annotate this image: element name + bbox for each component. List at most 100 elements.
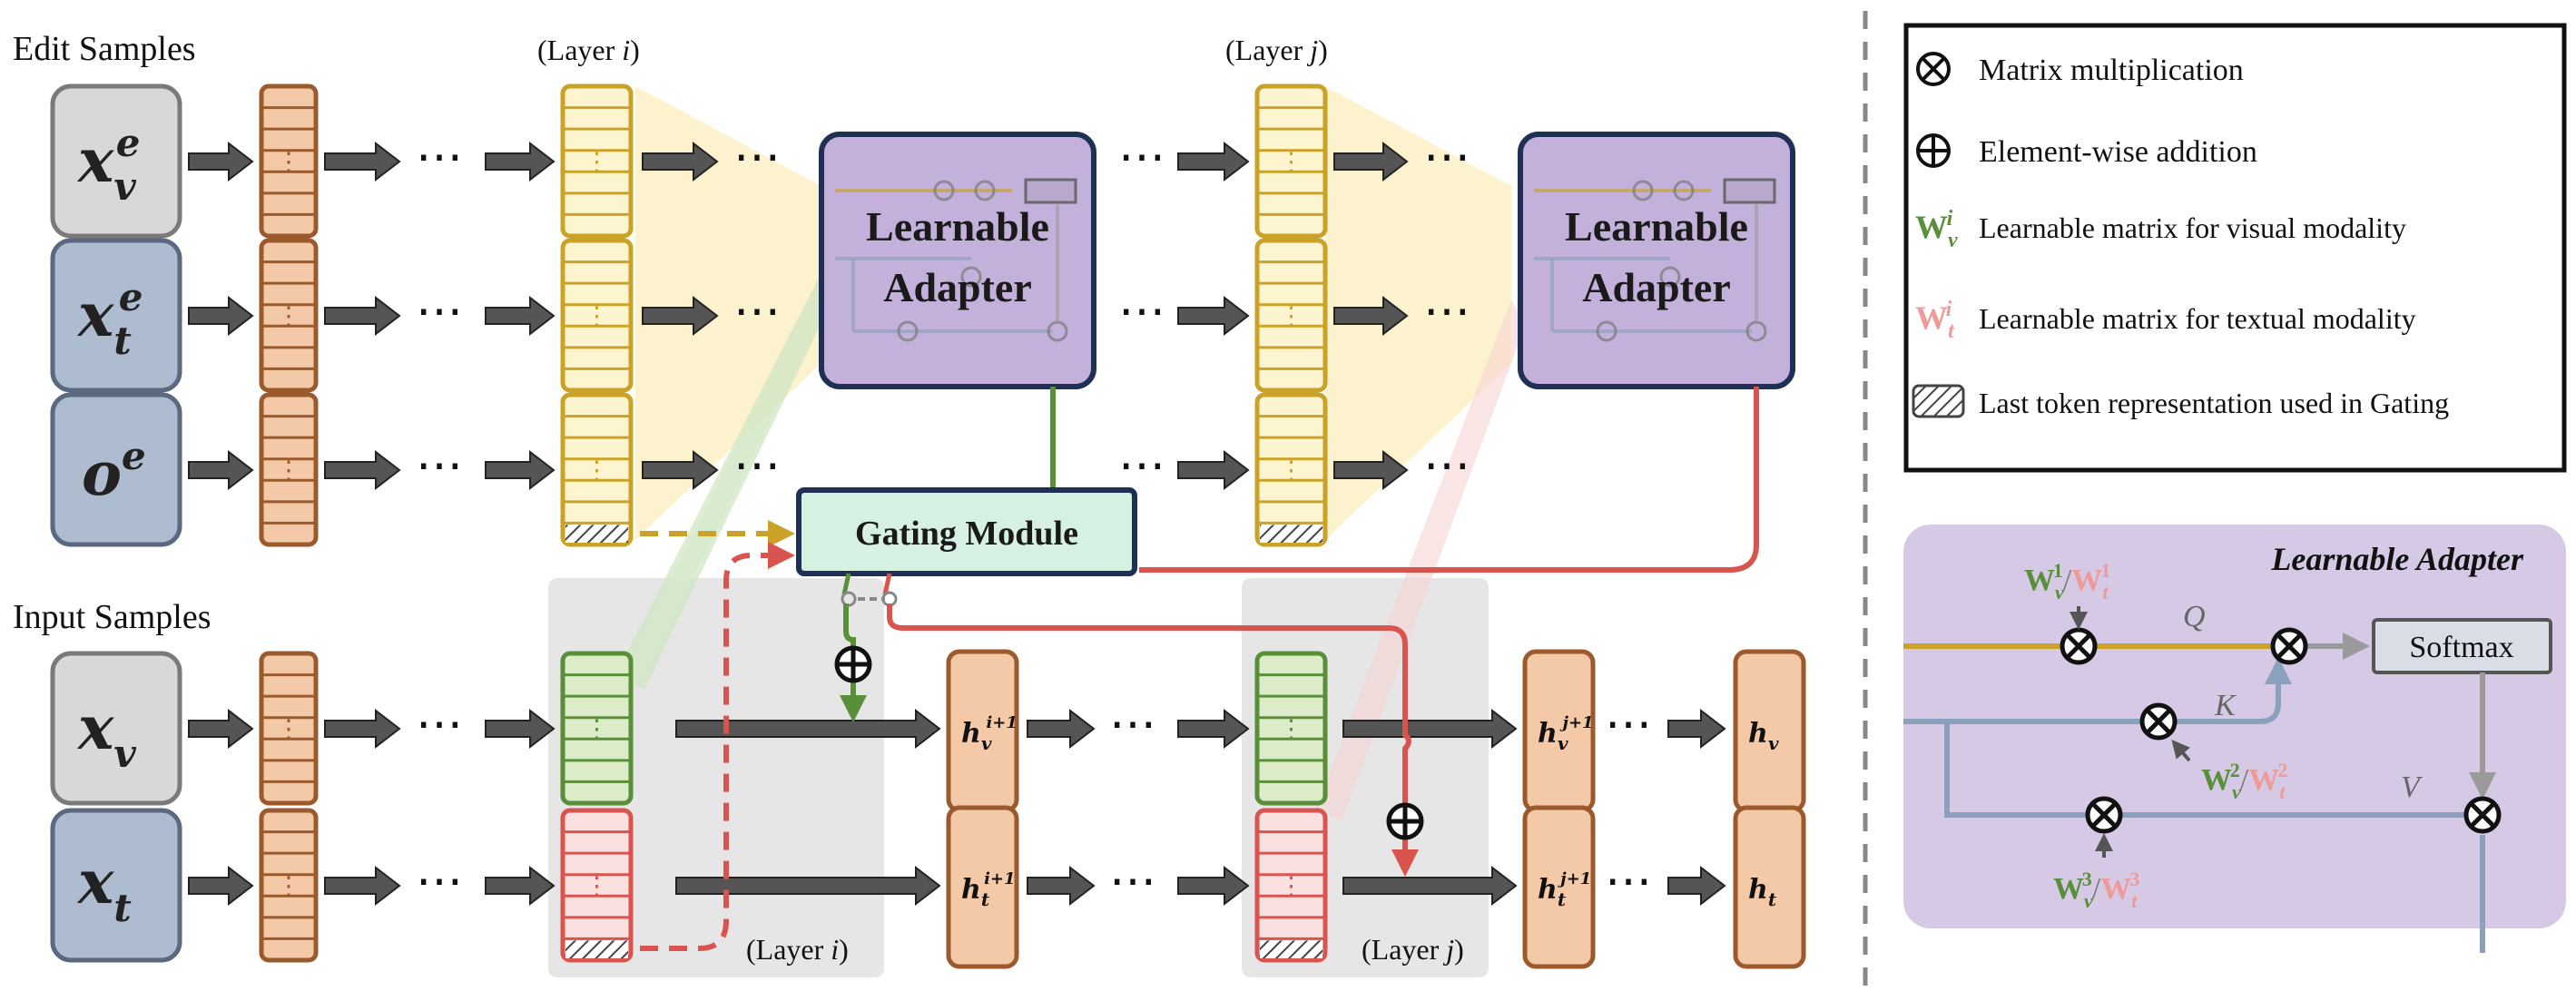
edit-arrow-out-layer-j-1 bbox=[1333, 295, 1409, 337]
input-arrow-after-h-1 bbox=[1027, 865, 1096, 907]
legend-wv-symbol: Wvi bbox=[1915, 207, 1958, 252]
hidden-state-ht: ht bbox=[1733, 805, 1806, 969]
layer-i-top-label: (Layer i) bbox=[537, 34, 640, 66]
green-gated-path bbox=[840, 604, 867, 722]
legend-hatch-text: Last token representation used in Gating bbox=[1979, 387, 2449, 419]
w2-label: Wv2/Wt2 bbox=[2201, 759, 2287, 803]
svg-text:hvi+1: hvi+1 bbox=[961, 713, 1018, 754]
edit-layer-j-col-0-ellipsis: ⋮ bbox=[1279, 149, 1304, 177]
input-arrow-layer-j-out-0 bbox=[1342, 708, 1518, 750]
input-arrow-in-0 bbox=[188, 708, 254, 750]
input-arrow-after-h-0 bbox=[1027, 708, 1096, 750]
edit-arrow-embed-0 bbox=[324, 141, 401, 182]
hidden-state-ht_j1: htj+1 bbox=[1522, 805, 1596, 969]
input-ellipsis-b-1: ⋯ bbox=[1109, 856, 1156, 908]
k-label: K bbox=[2214, 689, 2237, 722]
input-arrow-embed-0 bbox=[324, 708, 401, 750]
svg-text:htj+1: htj+1 bbox=[1538, 869, 1591, 910]
flow-arrows: ⋯⋯⋯⋯⋯⋯⋯⋯⋯⋯⋯⋯⋯⋯⋯⋯⋯⋯ bbox=[188, 132, 1726, 908]
edit-embed-col-0: ⋮ bbox=[259, 83, 319, 239]
edit-layer-j-col-2-last-token bbox=[1260, 525, 1322, 543]
edit-embed-col-2: ⋮ bbox=[259, 392, 319, 547]
adapter-i-line1: Learnable bbox=[866, 203, 1049, 250]
edit-arrow-in-0 bbox=[188, 141, 254, 182]
input-layer-i-textual-col: ⋮ bbox=[560, 808, 634, 963]
svg-text:hvj+1: hvj+1 bbox=[1538, 713, 1594, 754]
edit-layer-i-col-1-ellipsis: ⋮ bbox=[585, 303, 610, 331]
layer-j-fan bbox=[1325, 86, 1511, 540]
input-embed-col-1: ⋮ bbox=[259, 808, 319, 963]
input-layer-j-visual-col: ⋮ bbox=[1254, 651, 1328, 806]
edit-layer-j-col-1: ⋮ bbox=[1254, 238, 1328, 393]
edit-ellipsis-b-1: ⋯ bbox=[733, 286, 781, 338]
legend-hatch-icon bbox=[1912, 384, 1965, 418]
legend-matmul-icon bbox=[1916, 52, 1951, 86]
edit-ellipsis-c-0: ⋯ bbox=[1118, 132, 1165, 183]
adapter-detail-title: Learnable Adapter bbox=[2270, 541, 2524, 577]
input-layer-j-textual-col: ⋮ bbox=[1254, 808, 1328, 963]
edit-layer-i-col-0: ⋮ bbox=[560, 83, 634, 239]
hidden-state-hv: hv bbox=[1733, 649, 1806, 813]
hidden-state-ht_i1: hti+1 bbox=[946, 805, 1019, 969]
svg-text:xve: xve bbox=[76, 121, 141, 209]
legend-wv-text: Learnable matrix for visual modality bbox=[1979, 211, 2406, 244]
edit-arrow-to-layer-i-2 bbox=[485, 449, 556, 491]
edit-ellipsis-b-2: ⋯ bbox=[733, 440, 781, 492]
add-op-j bbox=[1386, 802, 1424, 840]
detail-matmul-w3 bbox=[2085, 796, 2123, 834]
gating-module-label: Gating Module bbox=[855, 515, 1078, 553]
detail-matmul-ops bbox=[2060, 627, 2502, 834]
edit-arrow-out-layer-j-2 bbox=[1333, 449, 1409, 491]
edit-embed-col-1-ellipsis: ⋮ bbox=[276, 303, 301, 331]
edit-arrow-to-layer-j-2 bbox=[1177, 449, 1250, 491]
input-xt: xt bbox=[50, 808, 182, 963]
hidden-state-hv_j1: hvj+1 bbox=[1522, 649, 1596, 813]
legend-wt-symbol: Wti bbox=[1915, 298, 1955, 343]
input-layer-j-textual-col-last-token bbox=[1260, 940, 1322, 958]
legend-wt-text: Learnable matrix for textual modality bbox=[1979, 302, 2416, 335]
input-ellipsis-a-0: ⋯ bbox=[416, 699, 463, 751]
input-layer-i-textual-col-last-token bbox=[565, 940, 628, 958]
input-arrow-embed-1 bbox=[324, 865, 401, 907]
w3-label: Wv3/Wt3 bbox=[2053, 868, 2139, 912]
legend-add-text: Element-wise addition bbox=[1979, 135, 2257, 169]
edit-arrow-out-layer-i-0 bbox=[642, 141, 719, 182]
edit-layer-j-col-1-ellipsis: ⋮ bbox=[1279, 303, 1304, 331]
input-arrow-to-layer-i-1 bbox=[485, 865, 556, 907]
adapter-j-line1: Learnable bbox=[1565, 203, 1748, 250]
legend-matmul-text: Matrix multiplication bbox=[1979, 54, 2244, 87]
input-embed-col-1-ellipsis: ⋮ bbox=[276, 873, 301, 901]
edit-embed-col-0-ellipsis: ⋮ bbox=[276, 149, 301, 177]
input-embed-col-0: ⋮ bbox=[259, 651, 319, 806]
layer-j-bottom-label: (Layer j) bbox=[1362, 933, 1464, 966]
edit-input-xv: xve bbox=[50, 83, 182, 239]
q-label: Q bbox=[2183, 600, 2206, 633]
red-gated-path bbox=[887, 604, 1419, 877]
edit-layer-j-col-2-ellipsis: ⋮ bbox=[1279, 457, 1304, 486]
input-ellipsis-b-0: ⋯ bbox=[1109, 699, 1156, 751]
edit-ellipsis-c-1: ⋯ bbox=[1118, 286, 1165, 338]
token-columns: ⋮⋮⋮⋮⋮⋮⋮⋮⋮⋮⋮⋮⋮⋮⋮ bbox=[259, 83, 1328, 963]
edit-layer-i-col-2-ellipsis: ⋮ bbox=[585, 457, 610, 486]
detail-matmul-w2 bbox=[2139, 702, 2178, 741]
edit-ellipsis-d-1: ⋯ bbox=[1423, 286, 1470, 338]
edit-arrow-to-layer-j-1 bbox=[1177, 295, 1250, 337]
edit-ellipsis-b-0: ⋯ bbox=[733, 132, 781, 183]
layer-j-top-label: (Layer j) bbox=[1225, 34, 1328, 66]
edit-embed-col-2-ellipsis: ⋮ bbox=[276, 457, 301, 486]
edit-layer-i-col-0-ellipsis: ⋮ bbox=[585, 149, 610, 177]
edit-ellipsis-c-2: ⋯ bbox=[1118, 440, 1165, 492]
edit-arrow-out-layer-j-0 bbox=[1333, 141, 1409, 182]
visual-beam-j bbox=[1316, 299, 1525, 821]
input-arrow-to-layer-i-0 bbox=[485, 708, 556, 750]
edit-layer-j-col-0: ⋮ bbox=[1254, 83, 1328, 239]
input-layer-i-visual-col-ellipsis: ⋮ bbox=[585, 716, 610, 744]
input-embed-col-0-ellipsis: ⋮ bbox=[276, 716, 301, 744]
adapter-i: Learnable Adapter bbox=[819, 132, 1096, 389]
svg-text:hti+1: hti+1 bbox=[961, 869, 1016, 910]
edit-embed-col-1: ⋮ bbox=[259, 238, 319, 393]
edit-ellipsis-a-0: ⋯ bbox=[416, 132, 463, 183]
edit-input-oe: oe bbox=[50, 392, 182, 547]
edit-ellipsis-a-1: ⋯ bbox=[416, 286, 463, 338]
